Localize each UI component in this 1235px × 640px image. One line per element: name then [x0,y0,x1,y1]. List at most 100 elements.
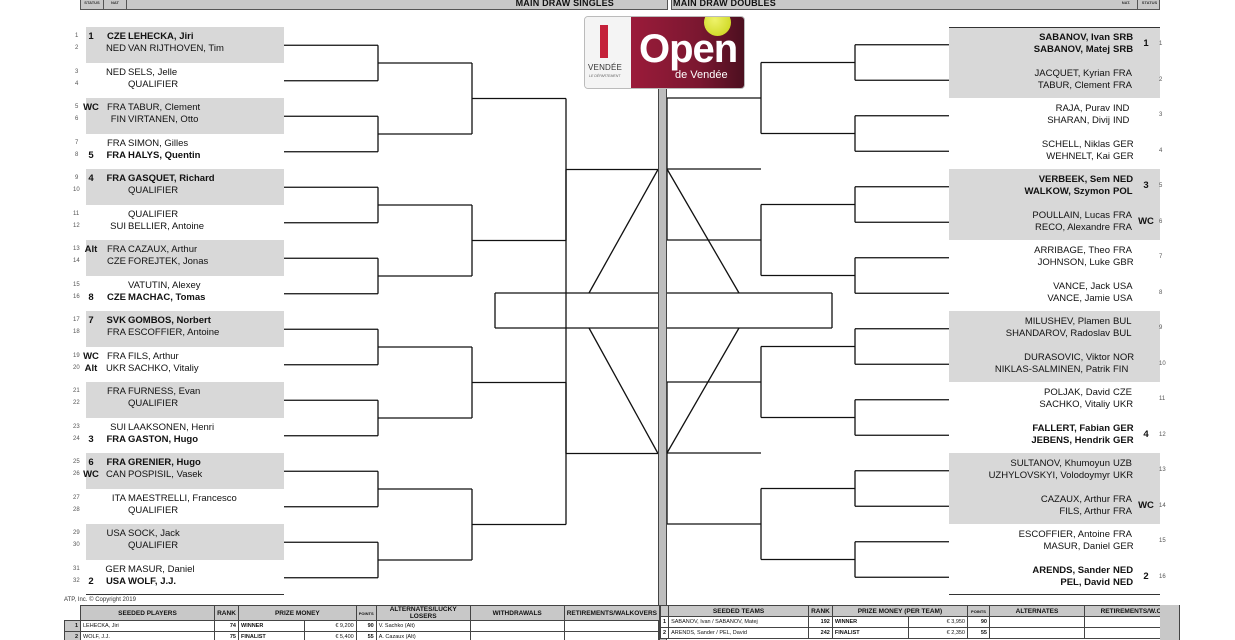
player-name[interactable]: VATUTIN, Alexey [128,279,201,291]
player-name[interactable]: FOREJTEK, Jonas [128,256,209,267]
player-name[interactable]: LEHECKA, Jiri [128,31,194,42]
team-player-name[interactable]: RECO, Alexandre [1035,221,1110,233]
player-nationality: FIN [110,114,126,125]
player-name[interactable]: VIRTANEN, Otto [128,114,199,125]
singles-match-slot [86,169,284,205]
team-player-name[interactable]: JACQUET, Kyrian [1034,67,1111,79]
player-name[interactable]: CAZAUX, Arthur [128,244,198,255]
draw-position-number: 5 [1159,183,1163,189]
team-player-name[interactable]: ARRIBAGE, Theo [1034,245,1110,256]
draw-position-number: 22 [73,400,80,406]
player-name[interactable]: QUALIFIER [128,540,179,551]
player-name[interactable]: QUALIFIER [128,78,179,90]
draw-position-number: 8 [1159,289,1163,296]
team-player-name[interactable]: SACHKO, Vitaliy [1039,399,1110,410]
player-name[interactable]: FILS, Arthur [128,350,179,362]
team-player-name[interactable]: WEHNELT, Kai [1046,150,1110,162]
player-name[interactable]: BELLIER, Antoine [128,220,205,232]
team-player-name[interactable]: VANCE, Jack [1053,280,1110,292]
draw-position-number: 12 [73,222,80,229]
player-nationality: CAN [105,469,126,480]
singles-match-slot [86,98,284,134]
prize-value: € 2,350 [907,627,969,639]
team-player-name[interactable]: UZHYLOVSKYI, Volodoymyr [988,470,1110,481]
team-seed-status: 4 [1143,428,1149,440]
retirements-header: RETIREMENTS/WALKOVERS [563,605,661,621]
table-row: 1 LEHECKA, Jiri 74 WINNER € 9,200 90 V. … [64,620,661,632]
team-player-name[interactable]: MASUR, Daniel [1043,541,1110,552]
player-name[interactable]: ESCOFFIER, Antoine [128,327,220,338]
team-player-name[interactable]: SCHELL, Niklas [1041,138,1110,150]
draw-position-number: 3 [75,68,79,75]
round-label: WINNER [238,620,305,632]
player-name[interactable]: SELS, Jelle [128,66,178,78]
team-player-name[interactable]: MILUSHEV, Plamen [1024,316,1110,327]
player-name[interactable]: SIMON, Gilles [128,137,189,149]
team-player-name[interactable]: SABANOV, Matej [1033,44,1110,55]
team-player-nationality: IND [1113,103,1130,114]
player-name[interactable]: GASQUET, Richard [128,173,215,184]
player-name[interactable]: GASTON, Hugo [128,433,199,445]
player-nationality: NED [105,43,126,54]
team-player-nationality: FRA [1113,79,1132,91]
doubles-match-slot [949,453,1160,489]
player-name[interactable]: QUALIFIER [128,504,179,516]
draw-position-number: 1 [75,33,79,39]
table-row: 2 WOLF, J.J. 75 FINALIST € 5,400 55 A. C… [64,631,661,640]
player-nationality: FRA [107,244,126,255]
team-player-nationality: IND [1113,115,1130,126]
team-player-name[interactable]: FILS, Arthur [1059,505,1110,517]
player-name[interactable]: VAN RIJTHOVEN, Tim [128,43,224,54]
points-value: 90 [967,616,990,628]
team-player-name[interactable]: TABUR, Clement [1037,79,1110,91]
player-name[interactable]: LAAKSONEN, Henri [128,421,215,433]
player-name[interactable]: POSPISIL, Vasek [128,469,203,480]
player-name[interactable]: WOLF, J.J. [128,575,177,587]
player-name[interactable]: FURNESS, Evan [128,386,201,397]
team-player-name[interactable]: SHANDAROV, Radoslav [1005,328,1110,339]
team-player-name[interactable]: ARENDS, Sander [1032,564,1110,576]
player-name[interactable]: QUALIFIER [128,185,179,196]
department-label: LE DÉPARTEMENT [589,74,621,78]
team-player-name[interactable]: NIKLAS-SALMINEN, Patrik [994,363,1110,375]
team-player-name[interactable]: RAJA, Purav [1055,103,1110,114]
team-player-name[interactable]: SULTANOV, Khumoyun [1010,458,1110,469]
team-player-name[interactable]: PEL, David [1060,576,1110,588]
team-player-name[interactable]: CAZAUX, Arthur [1040,493,1110,505]
player-nationality: SUI [110,421,126,433]
round-label: FINALIST [831,627,909,639]
player-name[interactable]: SOCK, Jack [128,528,180,539]
team-player-name[interactable]: JOHNSON, Luke [1037,257,1110,268]
draw-position-number: 23 [73,423,80,430]
player-name[interactable]: QUALIFIER [128,398,179,409]
player-name[interactable]: GRENIER, Hugo [128,457,201,468]
team-player-name[interactable]: JEBENS, Hendrik [1031,434,1110,446]
player-name[interactable]: TABUR, Clement [128,102,201,113]
team-player-name[interactable]: POLJAK, David [1044,387,1110,398]
team-player-name[interactable]: ESCOFFIER, Antoine [1018,529,1110,540]
team-player-name[interactable]: DURASOVIC, Viktor [1024,351,1110,363]
team-player-name[interactable]: POULLAIN, Lucas [1032,209,1110,221]
player-name[interactable]: MAESTRELLI, Francesco [128,492,237,504]
vendee-label: VENDÉE [588,63,623,72]
player-nationality: CZE [107,31,126,42]
draw-position-number: 19 [73,352,80,359]
player-name[interactable]: HALYS, Quentin [128,149,201,161]
team-player-name[interactable]: VERBEEK, Sem [1038,174,1110,185]
team-player-name[interactable]: SHARAN, Divij [1047,115,1110,126]
team-player-name[interactable]: VANCE, Jamie [1047,292,1110,304]
team-player-name[interactable]: FALLERT, Fabian [1032,422,1110,434]
team-player-name[interactable]: SABANOV, Ivan [1039,32,1110,43]
player-name[interactable]: QUALIFIER [128,208,179,220]
team-player-name[interactable]: WALKOW, Szymon [1024,186,1111,197]
player-name[interactable]: MASUR, Daniel [128,563,195,575]
team-seed-status: WC [1138,499,1154,511]
team-player-nationality: FRA [1113,245,1132,256]
player-name[interactable]: MACHAC, Tomas [128,291,206,303]
player-name[interactable]: GOMBOS, Norbert [128,315,211,326]
player-name[interactable]: SACHKO, Vitaliy [128,362,199,374]
team-player-nationality: POL [1113,186,1133,197]
player-nationality: USA [105,575,126,587]
status-column-header: STATUS [81,0,104,10]
doubles-title: MAIN DRAW DOUBLES [673,0,776,8]
